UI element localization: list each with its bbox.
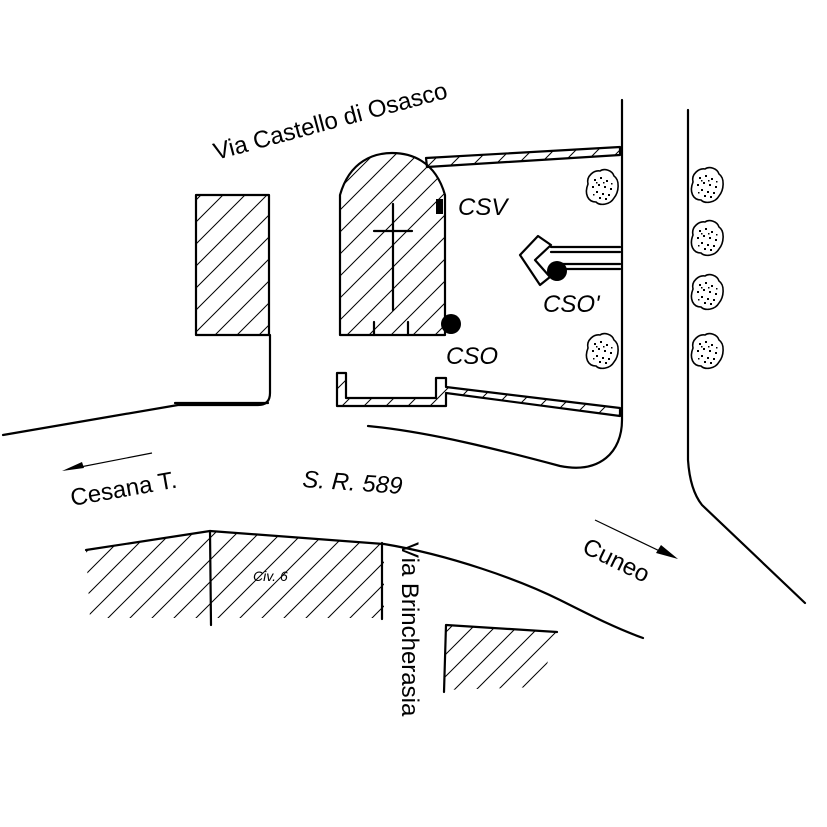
tree-icon <box>585 332 619 370</box>
side-road-east-edge <box>686 108 807 605</box>
tree-icon <box>690 273 724 311</box>
direction-arrow-east <box>594 519 678 559</box>
tree-icon <box>690 166 724 204</box>
direction-arrow-west <box>62 452 153 471</box>
direction-label-cesana: Cesana T. <box>68 467 179 512</box>
direction-arrow-icon <box>656 545 678 559</box>
road-sr589-north-edge-west <box>1 333 272 437</box>
buildings: Civ. 6 <box>86 145 622 694</box>
building-civ-6-label: Civ. 6 <box>253 568 288 584</box>
direction-arrow-icon <box>62 462 84 471</box>
tree-icon <box>690 219 724 257</box>
tree-icon <box>690 332 724 370</box>
point-cso-label: CSO <box>446 343 498 370</box>
cso-prime-structure <box>518 234 622 287</box>
point-cso-prime-marker[interactable] <box>547 261 567 281</box>
tree-icon <box>585 168 619 206</box>
point-cso-prime-label: CSO' <box>543 291 601 318</box>
point-csv-label: CSV <box>458 194 509 221</box>
building-civ-6 <box>86 531 384 618</box>
street-label-via-brincherasia: Via Brincherasia <box>396 542 423 717</box>
road-sr589-south-edge <box>84 529 645 640</box>
cross-icon <box>372 202 414 312</box>
road-edges <box>1 98 807 640</box>
measurement-points: CSV CSO CSO' <box>436 194 601 370</box>
point-csv-marker[interactable] <box>436 199 443 214</box>
road-label-sr589: S. R. 589 <box>302 466 404 500</box>
wall-north <box>424 145 622 169</box>
point-cso-marker[interactable] <box>441 314 461 334</box>
building-southeast <box>444 625 557 690</box>
wall-south <box>335 371 622 418</box>
building-west <box>194 193 271 337</box>
direction-label-cuneo: Cuneo <box>578 533 653 588</box>
road-sr589-north-edge-east <box>366 98 624 469</box>
street-label-via-castello: Via Castello di Osasco <box>211 77 451 165</box>
